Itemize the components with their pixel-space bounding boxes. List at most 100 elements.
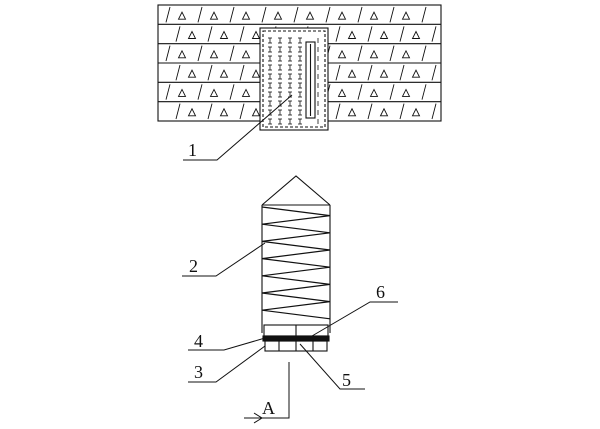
screw-thread-lines xyxy=(261,206,331,320)
slab-hatch-line xyxy=(421,45,427,62)
slab-hatch-line xyxy=(239,64,245,81)
aggregate-triangle xyxy=(369,49,379,59)
aggregate-triangle xyxy=(209,49,219,59)
slab-hatch-line xyxy=(389,84,395,100)
part-labels: 1 2 3 4 5 6 A xyxy=(188,140,385,418)
slab-hatch-line xyxy=(367,64,373,81)
aggregate-triangle xyxy=(411,69,421,78)
aggregate-triangle xyxy=(187,107,197,117)
slab-hatch-line xyxy=(357,6,363,23)
slab-hatch-line xyxy=(229,6,235,23)
slab-hatch-line xyxy=(389,45,395,62)
slab-hatch-line xyxy=(335,26,341,42)
aggregate-triangle xyxy=(241,49,251,59)
aggregate-triangle xyxy=(401,49,411,59)
screw-thread xyxy=(261,206,331,320)
slab-hatch-line xyxy=(293,6,299,23)
leader-lines xyxy=(182,94,398,424)
aggregate-triangle xyxy=(379,69,389,78)
leader-part-1 xyxy=(183,94,293,161)
aggregate-triangle xyxy=(209,11,219,20)
slab-hatch-line xyxy=(165,84,171,100)
slab-hatch-line xyxy=(431,26,437,42)
aggregate-triangle xyxy=(337,11,347,20)
label-part-3: 3 xyxy=(194,362,203,382)
label-view-a: A xyxy=(262,398,275,418)
aggregate-triangle xyxy=(241,11,251,20)
aggregate-triangle xyxy=(401,88,411,97)
slab-hatch-line xyxy=(239,26,245,42)
slab-hatch-line xyxy=(165,45,171,62)
slab-hatch-line xyxy=(197,45,203,62)
slab-hatch-line xyxy=(175,64,181,81)
aggregate-triangle xyxy=(187,69,197,78)
aggregate-triangle xyxy=(187,30,197,39)
slab-hatch-line xyxy=(399,64,405,81)
aggregate-triangle xyxy=(251,107,261,117)
aggregate-triangle xyxy=(369,11,379,20)
leader-part-6 xyxy=(311,301,398,337)
aggregate-triangle xyxy=(177,49,187,59)
label-part-6: 6 xyxy=(376,282,385,302)
slab-hatch-line xyxy=(389,6,395,23)
aggregate-triangle xyxy=(347,69,357,78)
slab-hatch-line xyxy=(207,26,213,42)
aggregate-triangle xyxy=(219,30,229,39)
label-part-4: 4 xyxy=(194,331,203,351)
slab-hatch-line xyxy=(229,45,235,62)
aggregate-triangle xyxy=(241,88,251,97)
slab-hatch-line xyxy=(207,64,213,81)
leader-part-3 xyxy=(188,345,266,383)
slab-hatch-line xyxy=(197,84,203,100)
slab-hatch-line xyxy=(421,6,427,23)
slab-hatch-line xyxy=(357,84,363,100)
slab-hatch-line xyxy=(207,103,213,120)
leader-part-4 xyxy=(188,337,266,351)
slab-hatch-line xyxy=(197,6,203,23)
aggregate-triangle xyxy=(273,11,283,20)
aggregate-triangle xyxy=(337,88,347,97)
aggregate-triangle xyxy=(177,88,187,97)
aggregate-triangle xyxy=(219,69,229,78)
slab-hatch-line xyxy=(399,26,405,42)
label-part-1: 1 xyxy=(188,140,197,160)
aggregate-triangle xyxy=(347,30,357,39)
slab-hatch-line xyxy=(261,6,267,23)
aggregate-triangle xyxy=(369,88,379,97)
aggregate-triangle xyxy=(337,49,347,59)
label-part-5: 5 xyxy=(342,370,351,390)
aggregate-triangle xyxy=(305,11,315,20)
slab-hatch-line xyxy=(239,103,245,120)
aggregate-triangle xyxy=(411,107,421,117)
aggregate-triangle xyxy=(401,11,411,20)
aggregate-triangle xyxy=(251,30,261,39)
screw-conical-tip xyxy=(261,175,331,206)
aggregate-triangle xyxy=(177,11,187,20)
aggregate-triangle xyxy=(347,107,357,117)
aggregate-triangle xyxy=(209,88,219,97)
slab-hatch-line xyxy=(335,64,341,81)
slab-hatch-line xyxy=(421,84,427,100)
slab-hatch-line xyxy=(357,45,363,62)
slab-hatch-line xyxy=(325,6,331,23)
slab-hatch-line xyxy=(367,103,373,120)
view-a-line xyxy=(244,362,290,419)
slab-hatch-line xyxy=(229,84,235,100)
embedded-part-inner-dashed xyxy=(262,30,326,128)
cross-section-view xyxy=(157,4,442,131)
aggregate-triangle xyxy=(411,30,421,39)
slab-hatch-line xyxy=(175,26,181,42)
anchor-screw-view xyxy=(261,175,331,352)
view-a-arrowhead xyxy=(253,412,263,424)
embedded-part-markers xyxy=(268,37,319,125)
slab-hatch-line xyxy=(399,103,405,120)
aggregate-triangle xyxy=(219,107,229,117)
slab-hatch-line xyxy=(431,103,437,120)
slab-hatch-line xyxy=(431,64,437,81)
aggregate-triangle xyxy=(251,69,261,78)
leader-part-2 xyxy=(182,242,266,277)
label-part-2: 2 xyxy=(189,256,198,276)
slab-hatch-line xyxy=(335,103,341,120)
leader-part-5 xyxy=(299,343,365,390)
